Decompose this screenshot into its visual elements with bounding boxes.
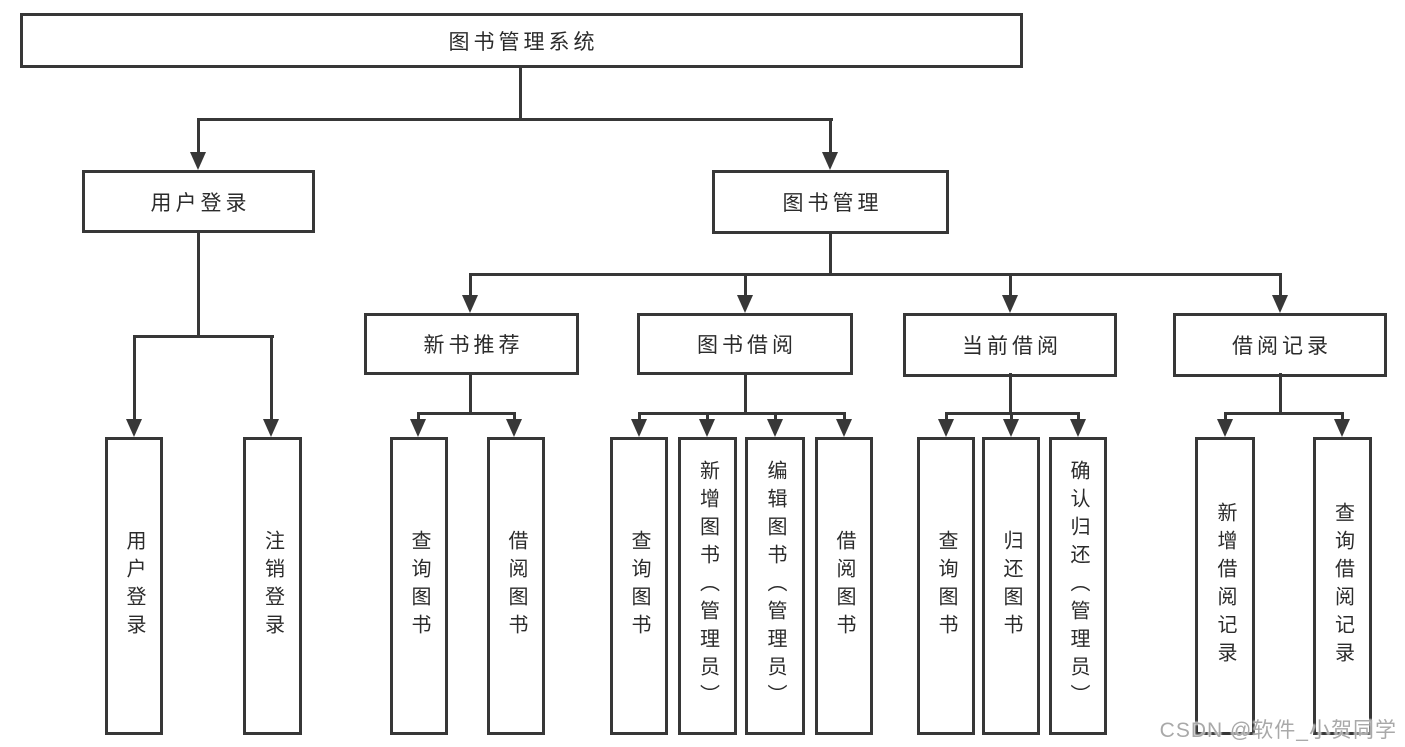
node-current-borrow: 当前借阅 [903,313,1117,377]
node-label: 用户登录 [123,530,145,642]
arrow-to-borrow-book-2 [836,412,852,437]
arrowhead-icon [190,152,206,170]
node-book-borrow: 图书借阅 [637,313,853,375]
node-label: 新书推荐 [423,334,524,357]
arrow-to-book-management [822,118,838,170]
arrow-to-return-book [1003,412,1019,437]
leaf-return-book: 归还图书 [982,437,1040,735]
node-label: 编辑图书（管理员） [764,460,786,712]
arrowhead-icon [1002,295,1018,313]
node-label: 查询图书 [408,530,430,642]
node-label: 确认归还（管理员） [1067,460,1089,712]
node-label: 图书借阅 [697,334,797,357]
arrowhead-icon [767,419,783,437]
leaf-confirm-return-admin: 确认归还（管理员） [1049,437,1107,735]
arrowhead-icon [737,295,753,313]
arrow-to-logout-leaf [263,335,279,437]
leaf-query-book-borrow: 查询图书 [610,437,668,735]
node-label: 借阅图书 [833,530,855,642]
arrowhead-icon [938,419,954,437]
arrowhead-icon [699,419,715,437]
arrow-to-new-book-recommend [462,273,478,313]
arrow-to-borrow-record [1272,273,1288,313]
connector-current-borrow-stub [1009,373,1012,415]
connector-new-book-stub [469,373,472,415]
arrowhead-icon [1272,295,1288,313]
node-label: 借阅记录 [1232,335,1332,358]
node-label: 查询图书 [628,530,650,642]
connector-book-borrow-stub [744,373,747,415]
arrow-to-add-book [699,412,715,437]
arrowhead-icon [263,419,279,437]
leaf-query-borrow-record: 查询借阅记录 [1313,437,1372,735]
leaf-add-borrow-record: 新增借阅记录 [1195,437,1255,735]
node-new-book-recommend: 新书推荐 [364,313,579,375]
connector-book-borrow-rail [638,412,846,415]
leaf-borrow-book: 借阅图书 [815,437,873,735]
connector-current-borrow-rail [945,412,1080,415]
node-label: 图书管理 [782,192,883,215]
csdn-watermark: CSDN @软件_小贺同学 [1159,719,1397,742]
leaf-user-login: 用户登录 [105,437,163,735]
node-label: 借阅图书 [505,530,527,642]
node-label: 新增图书（管理员） [696,460,719,712]
connector-root-stub [519,66,522,118]
arrowhead-icon [1003,419,1019,437]
node-label: 查询借阅记录 [1331,502,1354,670]
arrow-to-query-book-2 [631,412,647,437]
node-borrow-record: 借阅记录 [1173,313,1387,377]
arrow-to-book-borrow [737,273,753,313]
node-label: 图书管理系统 [448,30,599,54]
node-book-management: 图书管理 [712,170,949,234]
arrowhead-icon [631,419,647,437]
leaf-add-book-admin: 新增图书（管理员） [678,437,737,735]
connector-new-book-rail [417,412,516,415]
arrowhead-icon [1070,419,1086,437]
node-user-login: 用户登录 [82,170,315,233]
node-label: 注销登录 [261,530,284,642]
connector-borrow-record-rail [1224,412,1344,415]
connector-root-rail [197,118,833,121]
arrow-to-user-login [190,118,206,170]
arrowhead-icon [836,419,852,437]
node-library-management-system: 图书管理系统 [20,13,1023,68]
arrow-to-edit-book [767,412,783,437]
arrowhead-icon [410,419,426,437]
leaf-edit-book-admin: 编辑图书（管理员） [745,437,805,735]
leaf-query-book-current: 查询图书 [917,437,975,735]
leaf-borrow-book-recommend: 借阅图书 [487,437,545,735]
arrowhead-icon [1217,419,1233,437]
node-label: 新增借阅记录 [1214,502,1236,670]
arrowhead-icon [822,152,838,170]
connector-user-login-stub [197,231,200,338]
connector-borrow-record-stub [1279,373,1282,415]
arrow-to-add-borrow-record [1217,412,1233,437]
arrow-to-user-login-leaf [126,335,142,437]
connector-book-management-rail [469,273,1282,276]
arrow-to-borrow-book-1 [506,412,522,437]
arrowhead-icon [462,295,478,313]
arrow-to-query-book-1 [410,412,426,437]
node-label: 查询图书 [935,530,957,642]
arrowhead-icon [506,419,522,437]
node-label: 用户登录 [150,191,251,215]
arrow-to-query-book-3 [938,412,954,437]
arrow-to-confirm-return [1070,412,1086,437]
arrow-to-query-borrow-record [1334,412,1350,437]
node-label: 当前借阅 [962,335,1062,358]
node-label: 归还图书 [1000,530,1022,642]
arrowhead-icon [126,419,142,437]
leaf-query-book-recommend: 查询图书 [390,437,448,735]
arrowhead-icon [1334,419,1350,437]
arrow-to-current-borrow [1002,273,1018,313]
connector-book-management-stub [829,232,832,276]
leaf-logout: 注销登录 [243,437,302,735]
connector-user-login-rail [133,335,274,338]
